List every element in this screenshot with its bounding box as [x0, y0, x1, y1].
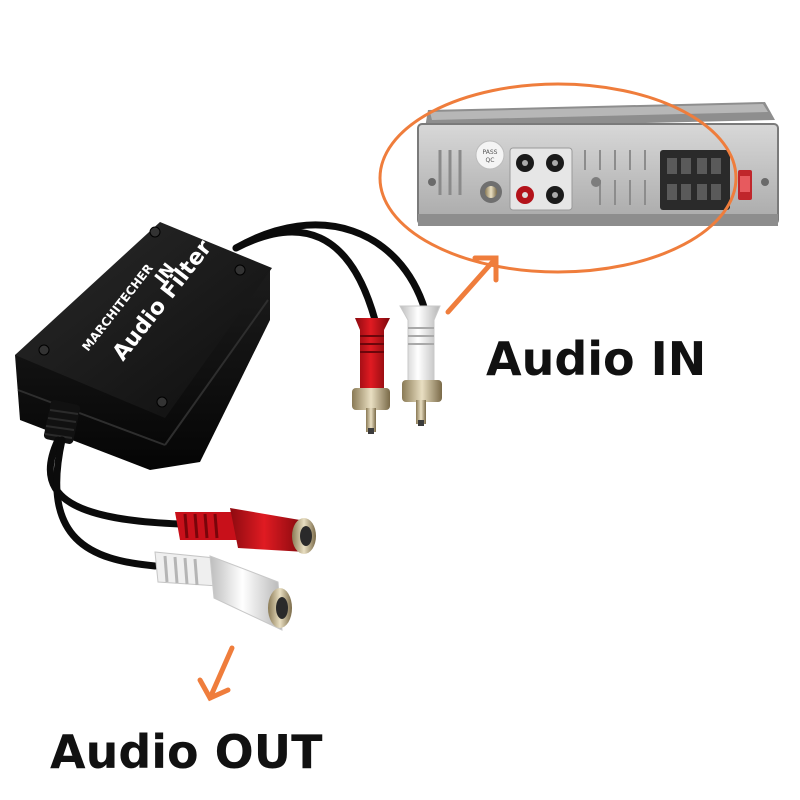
audio-out-caption: Audio OUT	[50, 725, 323, 779]
out-cables	[46, 436, 184, 570]
rca-jack-white-out	[154, 551, 292, 631]
highlight-ellipse	[378, 82, 738, 274]
strain-relief	[43, 400, 81, 444]
car-stereo-unit: PASS QC	[417, 102, 779, 226]
rca-plug-white-in	[399, 305, 442, 426]
audio-filter-box: MARCHITECHER Audio Filter IN	[15, 222, 272, 470]
stereo-pass-label: PASS	[483, 149, 498, 156]
audio-in-caption: Audio IN	[486, 332, 707, 386]
stereo-rca-jack	[516, 154, 564, 204]
in-cables	[232, 221, 429, 324]
arrow-to-out-icon	[197, 645, 235, 702]
arrow-to-stereo-icon	[445, 255, 499, 315]
rca-jack-red-out	[175, 508, 316, 554]
stereo-qc-label: QC	[486, 157, 495, 164]
rca-plug-red-in	[352, 318, 390, 434]
